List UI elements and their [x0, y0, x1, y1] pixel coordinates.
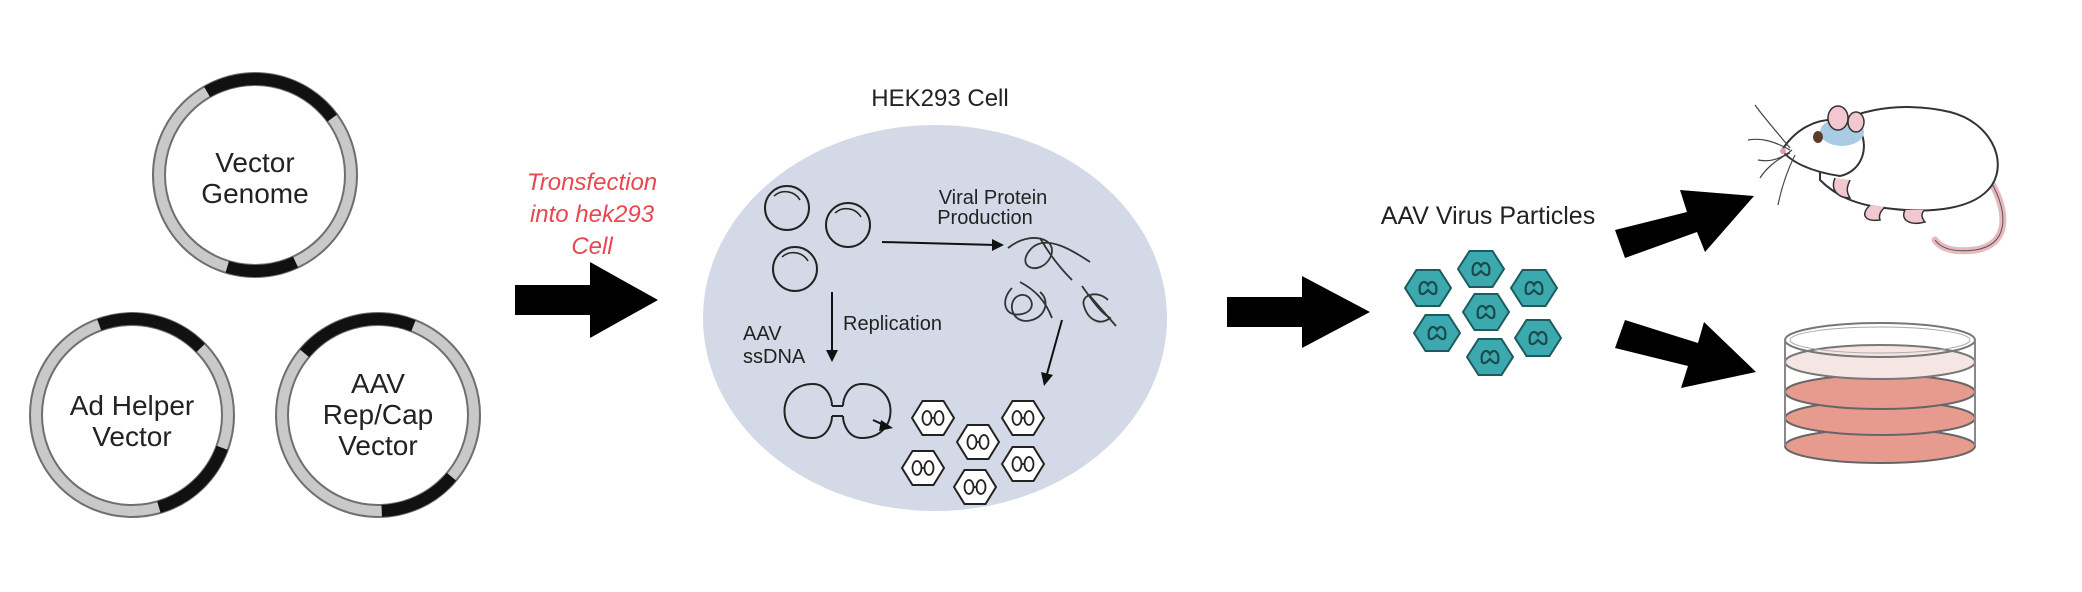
- plasmid-vector-genome: Vector Genome: [152, 72, 358, 278]
- plasmid-label-line: Ad Helper: [70, 390, 195, 421]
- arrow-icon: [515, 262, 658, 338]
- transfection-label-line: Tronsfection: [527, 169, 657, 196]
- aav-particle-icon: [953, 469, 997, 505]
- aav-particle-icon: [911, 400, 955, 436]
- plasmid-icon: [152, 72, 358, 278]
- aav-particle-icon: [1509, 268, 1559, 308]
- viral-protein-label-line: Viral Protein: [939, 187, 1048, 209]
- aav-particle-icon: [956, 424, 1000, 460]
- aav-particle-icon: [1403, 268, 1453, 308]
- cell-icon: [703, 125, 1167, 511]
- plasmid-label-line: Vector: [215, 147, 294, 178]
- plasmid-ad-helper: Ad Helper Vector: [29, 312, 235, 518]
- cell-culture-dish-icon: [1784, 322, 1976, 464]
- plasmid-label-line: Genome: [201, 178, 308, 209]
- aav-particle-icon: [1513, 318, 1563, 358]
- particles-label: AAV Virus Particles: [1381, 202, 1595, 230]
- viral-protein-label-line: Production: [937, 207, 1033, 229]
- aav-particle-icon: [1465, 337, 1515, 377]
- aav-particle-icon: [901, 450, 945, 486]
- arrow-icon: [881, 239, 1004, 251]
- aav-particle-icon: [1456, 249, 1506, 289]
- aav-particles-cluster: [1403, 249, 1563, 377]
- arrow-icon: [1615, 320, 1756, 388]
- transfection-label-line: into hek293: [530, 201, 655, 228]
- arrow-icon: [872, 419, 893, 431]
- arrow-icon: [1615, 190, 1754, 258]
- plasmid-icon: [275, 312, 481, 518]
- plasmid-label-line: Vector: [338, 430, 417, 461]
- plasmid-label-line: Vector: [92, 421, 171, 452]
- aav-particle-icon: [1001, 446, 1045, 482]
- transfection-label-line: Cell: [571, 233, 613, 260]
- transfection-label: Tronsfection into hek293 Cell: [527, 169, 657, 260]
- cell-title: HEK293 Cell: [871, 85, 1008, 112]
- aav-particle-icon: [1461, 292, 1511, 332]
- ssdna-label-line: ssDNA: [743, 346, 806, 368]
- aav-particle-icon: [1412, 313, 1462, 353]
- arrow-icon: [1041, 319, 1063, 386]
- plasmid-rep-cap: AAV Rep/Cap Vector: [275, 312, 481, 518]
- mouse-icon: [1747, 104, 2007, 255]
- aav-particle-icon: [1001, 400, 1045, 436]
- replication-label: Replication: [843, 313, 942, 335]
- plasmid-circles-in-cell: [764, 185, 871, 292]
- arrow-icon: [826, 292, 838, 362]
- plasmid-icon: [29, 312, 235, 518]
- plasmid-label-line: Rep/Cap: [323, 399, 434, 430]
- viral-protein-scribble: [1004, 237, 1117, 327]
- ssdna-icon: [783, 383, 892, 439]
- plasmid-label-line: AAV: [351, 368, 405, 399]
- arrow-icon: [1227, 276, 1370, 348]
- ssdna-label-line: AAV: [743, 323, 782, 345]
